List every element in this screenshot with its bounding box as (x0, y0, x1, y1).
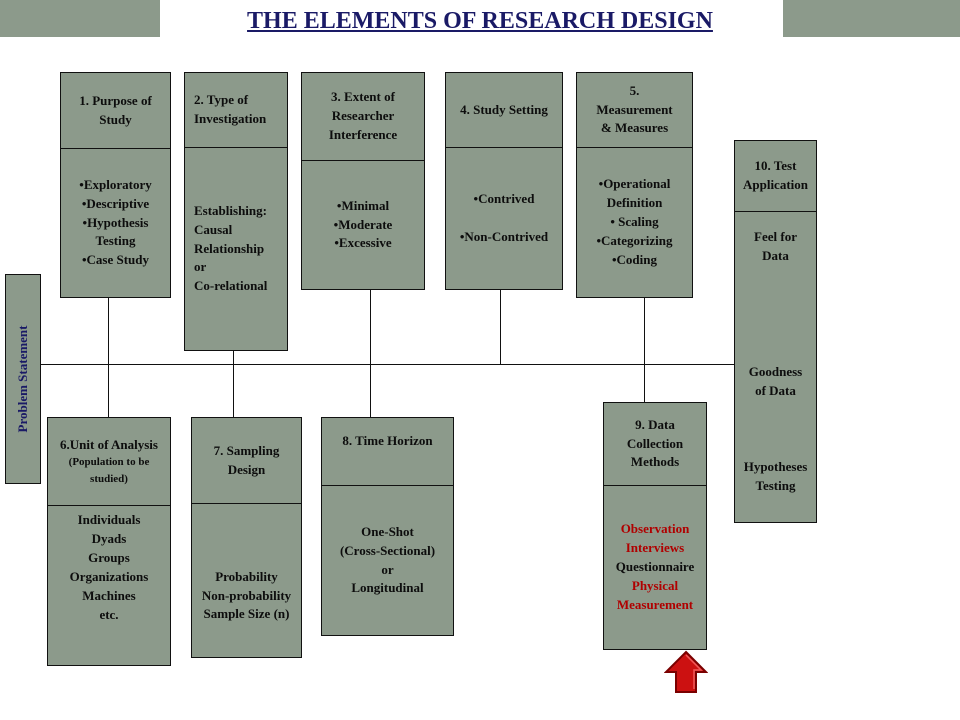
problem-statement-box: Problem Statement (5, 274, 41, 484)
measurement-header: 5.Measurement & Measures (577, 73, 692, 148)
unit-header: 6.Unit of Analysis (Population to be stu… (48, 418, 170, 506)
page-title: THE ELEMENTS OF RESEARCH DESIGN (247, 8, 713, 34)
connector-5 (644, 298, 645, 402)
time-horizon-box: 8. Time Horizon One-Shot(Cross-Sectional… (321, 417, 454, 636)
unit-of-analysis-box: 6.Unit of Analysis (Population to be stu… (47, 417, 171, 666)
top-bar-right (783, 0, 960, 37)
interference-items: •Minimal•Moderate •Excessive (333, 197, 393, 251)
up-arrow-icon[interactable] (664, 650, 708, 694)
connector-2 (233, 350, 234, 418)
collection-items: Observation Interviews Questionnaire Phy… (615, 521, 695, 612)
setting-header: 4. Study Setting (446, 73, 562, 148)
setting-items: •Contrived •Non-Contrived (459, 191, 549, 244)
study-setting-box: 4. Study Setting •Contrived •Non-Contriv… (445, 72, 563, 290)
time-header: 8. Time Horizon (322, 418, 453, 486)
connector-3 (370, 290, 371, 418)
connector-4 (500, 290, 501, 365)
main-axis-line (41, 364, 735, 365)
connector-1 (108, 297, 109, 418)
top-bar-left (0, 0, 160, 37)
